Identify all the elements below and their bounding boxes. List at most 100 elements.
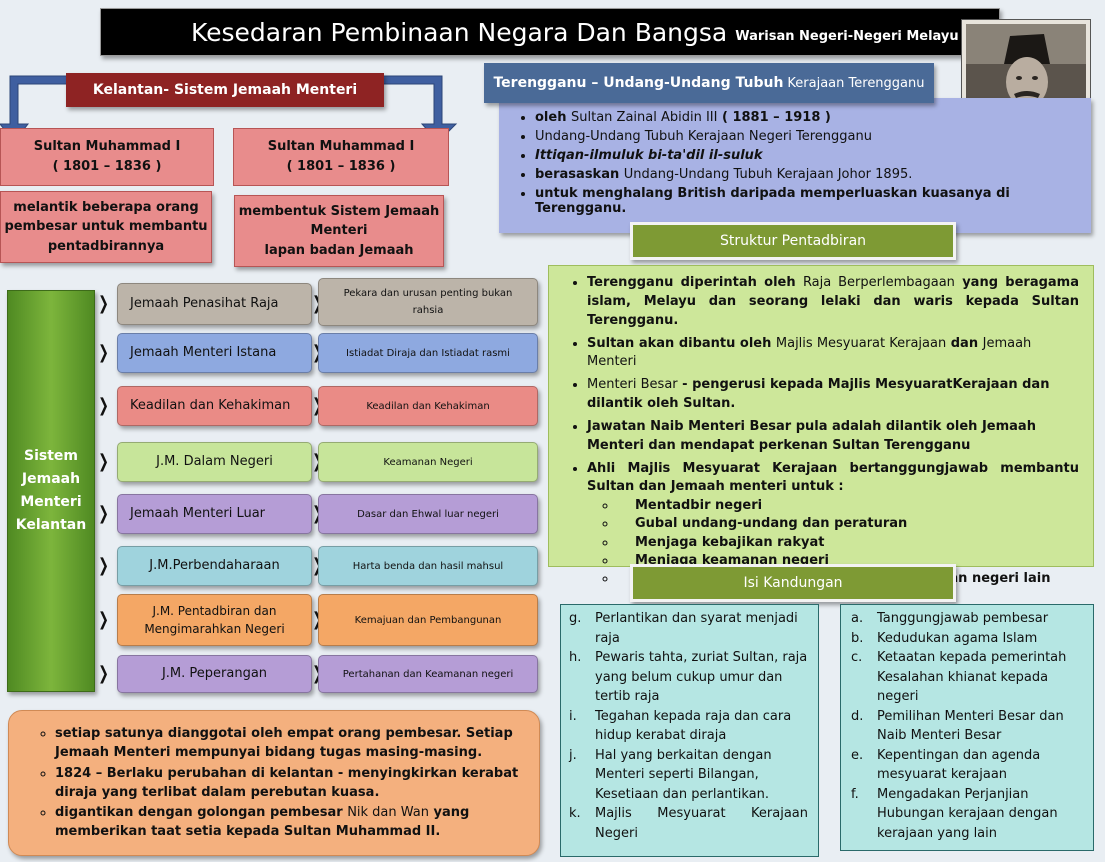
system-label-line: Menteri [20,494,82,510]
isi-item: e. Kepentingan dan agenda mesyuarat keraj… [851,746,1087,785]
isi-value: Kepentingan dan agenda mesyuarat kerajaa… [877,747,1041,783]
system-label-line: Jemaah [21,470,81,487]
ter-text: oleh [535,110,571,125]
ter-point: Undang-Undang Tubuh Kerajaan Negeri Tere… [535,129,1091,144]
jemaah-box: Jemaah Menteri Istana [117,333,312,373]
sultan-name: Sultan Muhammad I [33,138,181,154]
jemaah-label: Keadilan dan Kehakiman [130,398,291,414]
isi-key: f. [851,786,859,802]
isi-key: d. [851,708,864,724]
duty-box: Harta benda dan hasil mahsul [318,546,538,586]
jemaah-box: J.M. Pentadbiran dan Mengimarahkan Neger… [117,594,312,646]
struktur-text: Sultan akan dibantu oleh [587,335,776,351]
isi-item: f. Mengadakan Perjanjian Hubungan kerajaa… [851,785,1087,844]
terengganu-box: oleh Sultan Zainal Abidin III ( 1881 – 1… [499,98,1091,233]
duty-box: Pekara dan urusan penting bukan rahsia [318,278,538,326]
isi-item: d.Pemilihan Menteri Besar dan Naib Mente… [851,707,1087,746]
struktur-box: Terengganu diperintah oleh Raja Berperle… [548,265,1094,586]
notes-box: setiap satunya dianggotai oleh empat ora… [8,710,540,856]
struktur-point: Sultan akan dibantu oleh Majlis Mesyuara… [587,335,1079,373]
isi-title: Isi Kandungan [630,564,956,602]
jemaah-label: Jemaah Penasihat Raja [130,296,279,312]
terengganu-header: Terengganu – Undang-Undang Tubuh Kerajaa… [484,63,934,103]
isi-item: c. Ketaatan kepada pemerintah Kesalahan k… [851,648,1087,707]
system-label-line: Kelantan [15,517,87,534]
chevron-right-icon: ❯ [312,397,323,415]
sultan-box-left: Sultan Muhammad I ( 1801 – 1836 ) [0,128,214,186]
chevron-right-icon: ❯ [98,609,109,630]
isi-value: Mengadakan Perjanjian Hubungan kerajaan … [877,786,1058,841]
isi-item: i.Tegahan kepada raja dan cara hidup ker… [569,707,808,746]
sultan-years: ( 1801 – 1836 ) [286,159,396,174]
sultan-name: Sultan Muhammad I [267,138,415,154]
chevron-right-icon: ❯ [98,663,109,684]
system-label-bar: Sistem Jemaah Menteri Kelantan [7,290,95,692]
isi-value: Kedudukan agama Islam [877,630,1038,646]
isi-key: e. [851,747,864,763]
jemaah-label: Jemaah Menteri Luar [130,506,266,522]
duty-label: Dasar dan Ehwal luar negeri [357,508,499,520]
struktur-point: Menteri Besar - pengerusi kepada Majlis … [587,376,1079,414]
duty-box: Keamanan Negeri [318,442,538,482]
ter-header-rest: Kerajaan Terengganu [787,75,925,91]
struktur-subpoint: Menjaga kebajikan rakyat [617,534,1079,552]
isi-value: Majlis Mesyuarat Kerajaan Negeri [595,806,808,841]
jemaah-label: J.M. Peperangan [161,666,268,682]
jemaah-box: Jemaah Penasihat Raja [117,283,312,325]
isi-key: h. [569,650,582,665]
chevron-right-icon: ❯ [98,293,109,314]
struktur-text: Raja Berperlembagaan [802,275,955,290]
struktur-point: Terengganu diperintah oleh Raja Berperle… [587,274,1079,331]
jemaah-box: J.M. Peperangan [117,655,312,693]
desc-line: membentuk Sistem Jemaah [238,203,440,219]
isi-key: b. [851,630,864,646]
struktur-subpoint: Gubal undang-undang dan peraturan [617,515,1079,533]
chevron-right-icon: ❯ [312,665,323,683]
ter-point: Ittiqan-ilmuluk bi-ta'dil il-suluk [535,148,1091,163]
isi-key: c. [851,650,863,665]
duty-label: Keadilan dan Kehakiman [366,400,490,412]
sultan-years: ( 1801 – 1836 ) [52,159,162,174]
isi-item: j.Hal yang berkaitan dengan Menteri sepe… [569,746,808,805]
isi-item: h.Pewaris tahta, zuriat Sultan, raja yan… [569,648,808,707]
isi-item: k.Majlis Mesyuarat Kerajaan Negeri [569,804,808,843]
ter-text: Undang-Undang Tubuh Kerajaan Johor 1895. [623,167,913,182]
sultan-box-right: Sultan Muhammad I ( 1801 – 1836 ) [233,128,449,186]
isi-key: j. [569,747,577,763]
ter-text: berasaskan [535,167,624,182]
chevron-right-icon: ❯ [98,503,109,524]
isi-value: Tegahan kepada raja dan cara hidup kerab… [595,708,792,744]
jemaah-box: Jemaah Menteri Luar [117,494,312,534]
ter-point: untuk menghalang British daripada memper… [535,186,1091,216]
page-subtitle: Warisan Negeri-Negeri Melayu [735,28,959,44]
desc-box-left: melantik beberapa orang pembesar untuk m… [0,191,212,263]
page-title: Kesedaran Pembinaan Negara Dan Bangsa [191,17,728,47]
chevron-right-icon: ❯ [312,611,323,629]
struktur-text: Ahli Majlis Mesyuarat Kerajaan bertanggu… [587,460,1079,495]
duty-label: Keamanan Negeri [383,456,473,468]
duty-label: Pertahanan dan Keamanan negeri [342,668,514,680]
isi-value: Ketaatan kepada pemerintah Kesalahan khi… [877,650,1067,704]
jemaah-label: J.M. Dalam Negeri [156,454,273,470]
chevron-right-icon: ❯ [98,555,109,576]
ter-text: ( 1881 – 1918 ) [717,110,831,125]
ter-header-bold: Terengganu – Undang-Undang Tubuh [493,75,784,91]
note-item: digantikan dengan golongan pembesar Nik … [55,804,525,842]
note-text: Nik dan Wan [347,805,430,821]
struktur-text: Menteri Besar [587,377,678,393]
duty-label: rahsia [412,305,444,316]
note-item: setiap satunya dianggotai oleh empat ora… [55,725,525,763]
note-text: digantikan dengan golongan pembesar [55,805,348,821]
jemaah-label: J.M. Pentadbiran dan Mengimarahkan Neger… [144,604,285,636]
chevron-right-icon: ❯ [312,344,323,362]
struktur-point: Jawatan Naib Menteri Besar pula adalah d… [587,418,1079,456]
kelantan-header: Kelantan- Sistem Jemaah Menteri [66,73,384,107]
chevron-right-icon: ❯ [98,451,109,472]
jemaah-box: J.M.Perbendaharaan [117,546,312,586]
isi-item: g.Perlantikan dan syarat menjadi raja [569,609,808,648]
duty-label: Pekara dan urusan penting bukan [343,288,513,299]
desc-line: pembesar untuk membantu [4,219,208,235]
isi-value: Perlantikan dan syarat menjadi raja [595,611,798,646]
